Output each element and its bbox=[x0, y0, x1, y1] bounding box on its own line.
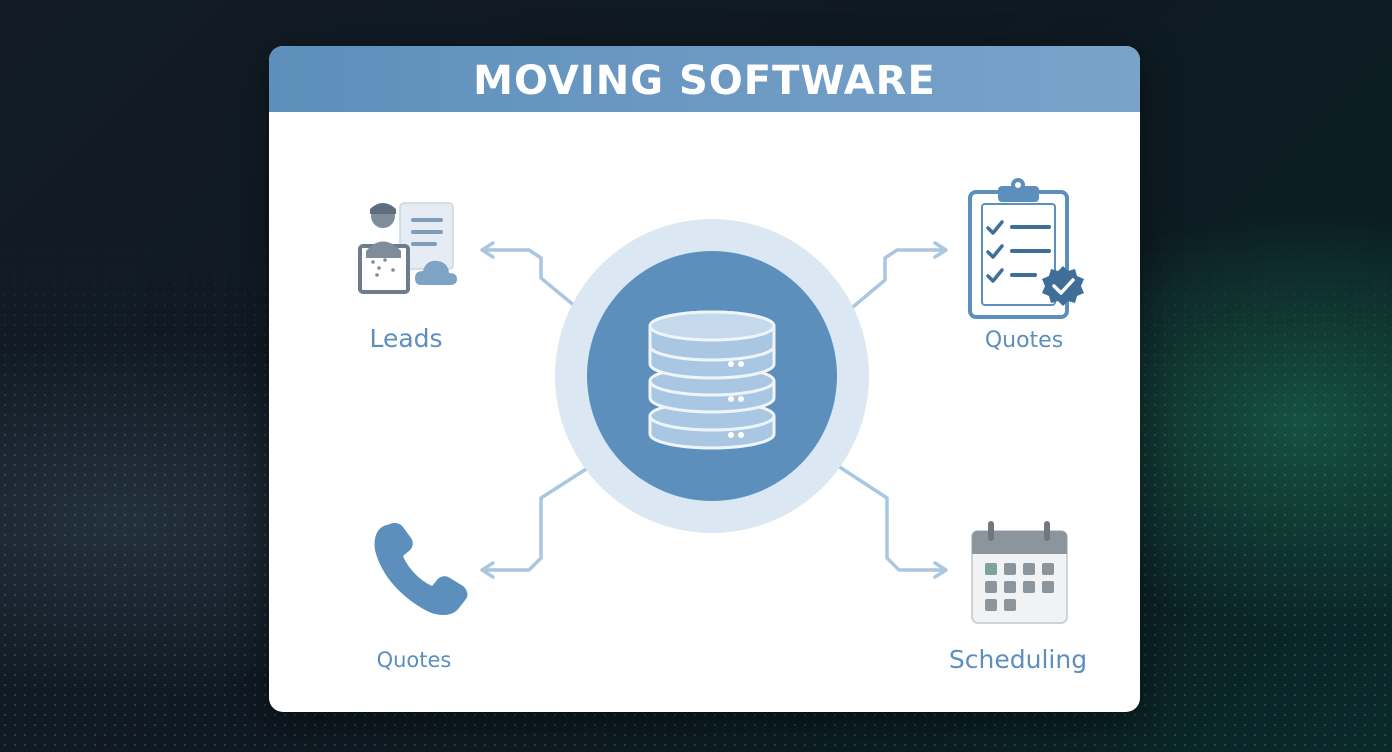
clipboard-checklist-icon bbox=[968, 178, 1084, 319]
central-hub bbox=[555, 219, 869, 533]
lead-profile-icon bbox=[358, 202, 457, 294]
node-label-quotes-bottom: Quotes bbox=[376, 648, 452, 672]
phone-icon bbox=[374, 523, 468, 616]
node-label-scheduling: Scheduling bbox=[948, 645, 1088, 674]
connector-scheduling bbox=[833, 462, 948, 579]
connector-quotes-top bbox=[845, 241, 948, 314]
database-indicator-dots bbox=[728, 361, 744, 438]
node-label-leads: Leads bbox=[369, 324, 443, 353]
connector-quotes-bottom bbox=[480, 462, 596, 579]
database-icon bbox=[648, 310, 776, 450]
diagram-canvas bbox=[358, 178, 1084, 624]
page-title: MOVING SOFTWARE bbox=[473, 58, 936, 104]
card-header: MOVING SOFTWARE bbox=[269, 46, 1140, 112]
node-label-quotes-top: Quotes bbox=[984, 328, 1064, 353]
calendar-icon bbox=[971, 521, 1068, 624]
connector-leads bbox=[480, 241, 584, 314]
diagram-card: MOVING SOFTWARE bbox=[269, 46, 1140, 712]
